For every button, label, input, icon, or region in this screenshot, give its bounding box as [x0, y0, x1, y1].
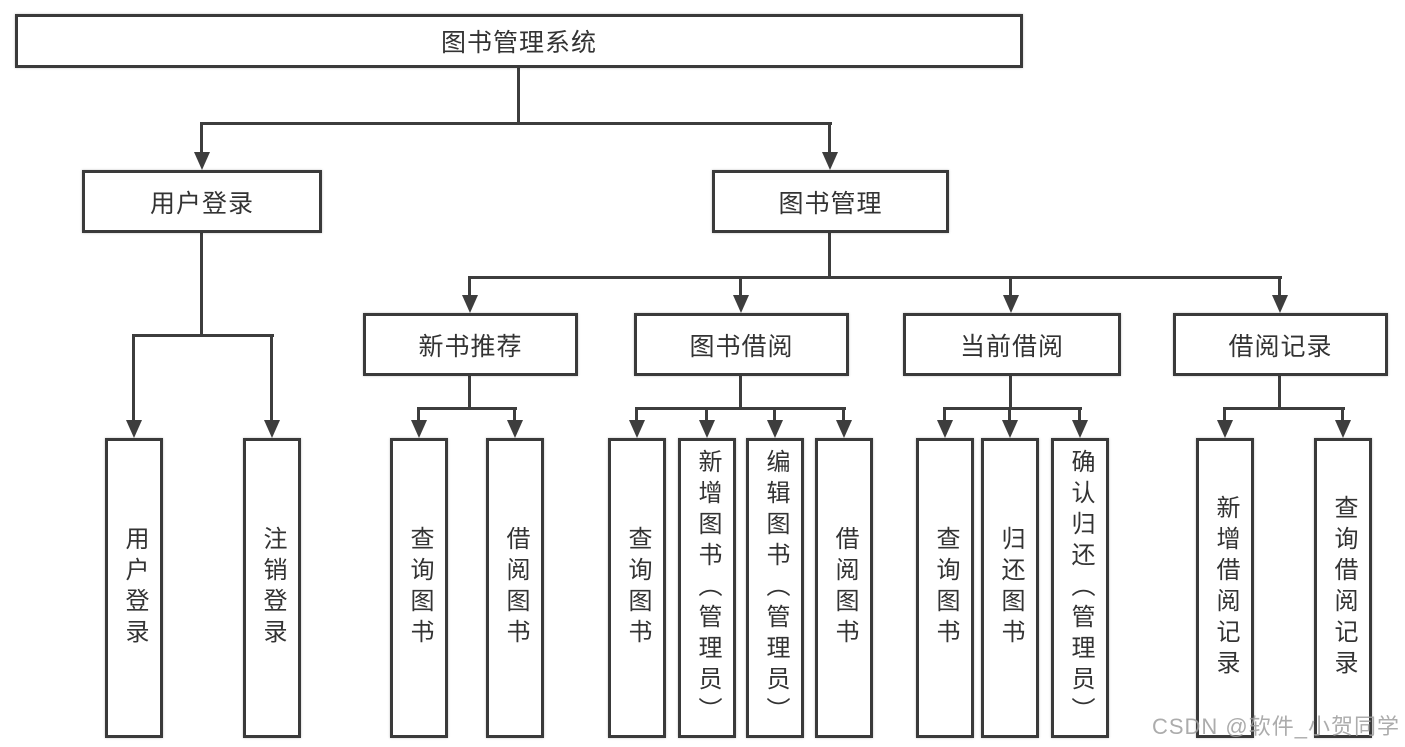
- arrowhead-icon: [937, 420, 953, 438]
- node-label: 图书借阅: [689, 332, 794, 361]
- node-label: 新书推荐: [418, 332, 523, 361]
- arrowhead-icon: [507, 420, 523, 438]
- node-borrowing-records: 借阅记录: [1173, 313, 1388, 376]
- node-book-management-branch: 图书管理: [712, 170, 949, 233]
- connector-vline: [842, 407, 845, 424]
- leaf-label: 查询图书: [624, 526, 651, 650]
- connector-vline: [1009, 276, 1012, 298]
- leaf-current-query-books: 查询图书: [916, 438, 974, 738]
- connector-vline: [739, 376, 742, 410]
- leaf-borrowing-edit-books-admin: 编辑图书（管理员）: [746, 438, 804, 738]
- csdn-watermark: CSDN @软件_小贺同学: [1151, 714, 1400, 739]
- leaf-label: 借阅图书: [831, 526, 858, 650]
- arrowhead-icon: [1272, 295, 1288, 313]
- leaf-records-query-record: 查询借阅记录: [1314, 438, 1372, 738]
- leaf-current-confirm-return-admin: 确认归还（管理员）: [1051, 438, 1109, 738]
- arrowhead-icon: [264, 420, 280, 438]
- leaf-label: 查询借阅记录: [1330, 495, 1357, 681]
- leaf-label: 编辑图书（管理员）: [762, 448, 789, 728]
- leaf-label: 确认归还（管理员）: [1067, 448, 1094, 728]
- connector-vline: [200, 122, 203, 156]
- connector-vline: [1009, 376, 1012, 410]
- arrowhead-icon: [733, 295, 749, 313]
- connector-vline: [132, 334, 135, 424]
- arrowhead-icon: [767, 420, 783, 438]
- arrowhead-icon: [1072, 420, 1088, 438]
- arrowhead-icon: [126, 420, 142, 438]
- connector-vline: [773, 407, 776, 424]
- leaf-label: 新增借阅记录: [1212, 495, 1239, 681]
- node-library-system-root: 图书管理系统: [15, 14, 1023, 68]
- node-book-borrowing: 图书借阅: [634, 313, 849, 376]
- connector-hline: [1223, 407, 1345, 410]
- node-label: 当前借阅: [959, 332, 1064, 361]
- connector-hline: [200, 122, 832, 125]
- leaf-current-return-books: 归还图书: [981, 438, 1039, 738]
- connector-vline: [943, 407, 946, 424]
- arrowhead-icon: [1002, 420, 1018, 438]
- arrowhead-icon: [629, 420, 645, 438]
- leaf-label: 查询图书: [932, 526, 959, 650]
- arrowhead-icon: [836, 420, 852, 438]
- connector-hline: [417, 407, 517, 410]
- leaf-label: 查询图书: [406, 526, 433, 650]
- leaf-recommend-query-books: 查询图书: [390, 438, 448, 738]
- leaf-label: 注销登录: [259, 526, 286, 650]
- connector-vline: [468, 376, 471, 410]
- connector-hline: [943, 407, 1082, 410]
- connector-vline: [828, 233, 831, 279]
- connector-vline: [635, 407, 638, 424]
- connector-vline: [739, 276, 742, 298]
- connector-vline: [705, 407, 708, 424]
- connector-hline: [635, 407, 846, 410]
- node-new-book-recommendation: 新书推荐: [363, 313, 578, 376]
- leaf-label: 借阅图书: [502, 526, 529, 650]
- arrowhead-icon: [1217, 420, 1233, 438]
- connector-vline: [1008, 407, 1011, 424]
- arrowhead-icon: [1335, 420, 1351, 438]
- connector-vline: [468, 276, 471, 298]
- leaf-borrowing-add-books-admin: 新增图书（管理员）: [678, 438, 736, 738]
- connector-vline: [270, 334, 273, 424]
- node-label: 借阅记录: [1228, 332, 1333, 361]
- leaf-label: 归还图书: [997, 526, 1024, 650]
- connector-vline: [200, 233, 203, 337]
- connector-vline: [417, 407, 420, 424]
- leaf-records-add-record: 新增借阅记录: [1196, 438, 1254, 738]
- connector-vline: [1341, 407, 1344, 424]
- connector-vline: [1278, 376, 1281, 410]
- connector-vline: [513, 407, 516, 424]
- arrowhead-icon: [822, 152, 838, 170]
- node-label: 用户登录: [149, 189, 254, 218]
- connector-vline: [1223, 407, 1226, 424]
- connector-hline: [468, 276, 1282, 279]
- connector-vline: [1078, 407, 1081, 424]
- connector-vline: [828, 122, 831, 156]
- leaf-recommend-borrow-books: 借阅图书: [486, 438, 544, 738]
- leaf-label: 用户登录: [121, 526, 148, 650]
- connector-vline: [517, 68, 520, 125]
- leaf-borrowing-query-books: 查询图书: [608, 438, 666, 738]
- leaf-borrowing-borrow-books: 借阅图书: [815, 438, 873, 738]
- arrowhead-icon: [411, 420, 427, 438]
- arrowhead-icon: [699, 420, 715, 438]
- node-label: 图书管理: [778, 189, 883, 218]
- node-label: 图书管理系统: [440, 29, 597, 57]
- arrowhead-icon: [194, 152, 210, 170]
- arrowhead-icon: [462, 295, 478, 313]
- node-current-borrowing: 当前借阅: [903, 313, 1121, 376]
- connector-hline: [132, 334, 274, 337]
- arrowhead-icon: [1003, 295, 1019, 313]
- node-user-login-branch: 用户登录: [82, 170, 322, 233]
- connector-vline: [1278, 276, 1281, 298]
- leaf-logout: 注销登录: [243, 438, 301, 738]
- leaf-user-login: 用户登录: [105, 438, 163, 738]
- leaf-label: 新增图书（管理员）: [694, 448, 721, 728]
